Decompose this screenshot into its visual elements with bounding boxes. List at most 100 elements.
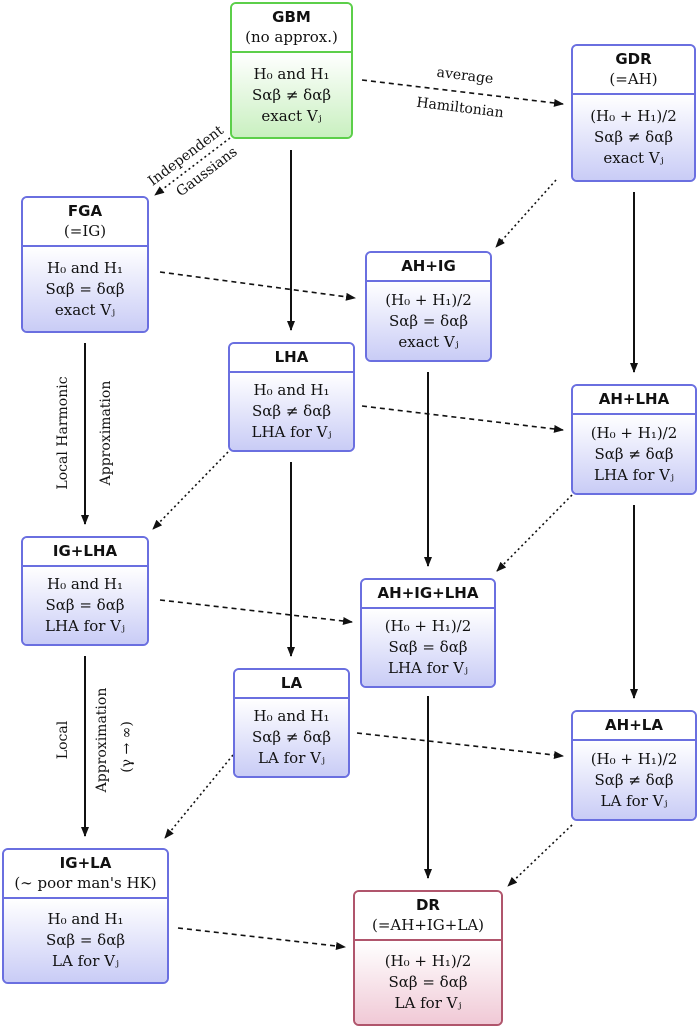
box-lha: LHA H₀ and H₁ Sαβ ≠ δαβ LHA for Vⱼ bbox=[228, 342, 355, 452]
box-la: LA H₀ and H₁ Sαβ ≠ δαβ LA for Vⱼ bbox=[233, 668, 350, 778]
box-ah-ig-hamiltonian: (H₀ + H₁)/2 bbox=[385, 290, 472, 309]
box-ah-ig-header: AH+IG bbox=[367, 253, 490, 282]
box-ah-la-body: (H₀ + H₁)/2 Sαβ ≠ δαβ LA for Vⱼ bbox=[573, 741, 695, 819]
box-lha-overlap: Sαβ ≠ δαβ bbox=[251, 402, 331, 420]
box-dr: DR (=AH+IG+LA) (H₀ + H₁)/2 Sαβ = δαβ LA … bbox=[353, 890, 503, 1026]
arrow-gbm-gdr bbox=[361, 79, 564, 107]
box-la-potential: LA for Vⱼ bbox=[258, 749, 325, 767]
box-ah-lha-potential: LHA for Vⱼ bbox=[594, 465, 674, 484]
box-ah-ig-lha-overlap: Sαβ = δαβ bbox=[388, 638, 468, 656]
box-la-title: LA bbox=[280, 674, 303, 692]
box-dr-title: DR bbox=[415, 896, 440, 914]
box-la-body: H₀ and H₁ Sαβ ≠ δαβ LA for Vⱼ bbox=[235, 699, 348, 776]
box-ah-ig-lha-hamiltonian: (H₀ + H₁)/2 bbox=[384, 617, 472, 635]
box-gbm-potential: exact Vⱼ bbox=[261, 106, 322, 125]
box-ig-lha-title: IG+LHA bbox=[52, 542, 118, 560]
box-fga-title: FGA bbox=[67, 202, 103, 220]
box-ig-la-body: H₀ and H₁ Sαβ = δαβ LA for Vⱼ bbox=[4, 899, 167, 982]
box-ah-lha-body: (H₀ + H₁)/2 Sαβ ≠ δαβ LHA for Vⱼ bbox=[573, 415, 695, 493]
box-ah-lha-header: AH+LHA bbox=[573, 386, 695, 415]
box-gbm-subtitle: (no approx.) bbox=[245, 28, 338, 46]
box-ah-ig-lha: AH+IG+LHA (H₀ + H₁)/2 Sαβ = δαβ LHA for … bbox=[360, 578, 496, 688]
box-lha-potential: LHA for Vⱼ bbox=[251, 423, 332, 441]
box-fga-header: FGA (=IG) bbox=[23, 198, 147, 247]
box-gbm-body: H₀ and H₁ Sαβ ≠ δαβ exact Vⱼ bbox=[232, 53, 351, 137]
box-ah-la-potential: LA for Vⱼ bbox=[600, 791, 668, 810]
label-gamma-limit: (γ → ∞) bbox=[119, 721, 135, 773]
box-gbm-hamiltonian: H₀ and H₁ bbox=[253, 64, 330, 83]
box-fga-hamiltonian: H₀ and H₁ bbox=[47, 258, 123, 277]
box-gdr-title: GDR bbox=[615, 50, 652, 68]
box-ig-lha-body: H₀ and H₁ Sαβ = δαβ LHA for Vⱼ bbox=[23, 567, 147, 644]
box-dr-potential: LA for Vⱼ bbox=[394, 994, 462, 1012]
box-fga-overlap: Sαβ = δαβ bbox=[45, 279, 125, 298]
box-gdr-body: (H₀ + H₁)/2 Sαβ ≠ δαβ exact Vⱼ bbox=[573, 95, 694, 180]
box-ah-lha-title: AH+LHA bbox=[598, 390, 670, 408]
arrow-gdr-ahig bbox=[495, 179, 557, 248]
box-ah-ig: AH+IG (H₀ + H₁)/2 Sαβ = δαβ exact Vⱼ bbox=[365, 251, 492, 362]
box-ah-la-title: AH+LA bbox=[605, 716, 663, 734]
box-ig-lha-potential: LHA for Vⱼ bbox=[45, 617, 125, 635]
box-ah-ig-lha-potential: LHA for Vⱼ bbox=[388, 659, 468, 677]
box-ig-la-overlap: Sαβ = δαβ bbox=[45, 931, 125, 949]
box-dr-subtitle: (=AH+IG+LA) bbox=[371, 916, 485, 934]
label-local: Local bbox=[55, 720, 71, 760]
box-ah-ig-lha-body: (H₀ + H₁)/2 Sαβ = δαβ LHA for Vⱼ bbox=[362, 609, 494, 686]
arrow-la-igla bbox=[164, 754, 234, 839]
box-fga-body: H₀ and H₁ Sαβ = δαβ exact Vⱼ bbox=[23, 247, 147, 331]
box-la-hamiltonian: H₀ and H₁ bbox=[253, 707, 330, 725]
box-gbm: GBM (no approx.) H₀ and H₁ Sαβ ≠ δαβ exa… bbox=[230, 2, 353, 139]
box-dr-hamiltonian: (H₀ + H₁)/2 bbox=[384, 952, 472, 970]
box-ah-la: AH+LA (H₀ + H₁)/2 Sαβ ≠ δαβ LA for Vⱼ bbox=[571, 710, 697, 821]
box-dr-overlap: Sαβ = δαβ bbox=[388, 973, 468, 991]
box-gbm-header: GBM (no approx.) bbox=[232, 4, 351, 53]
box-dr-header: DR (=AH+IG+LA) bbox=[355, 892, 501, 941]
box-ig-la-potential: LA for Vⱼ bbox=[52, 952, 119, 970]
label-local-harmonic: Local Harmonic bbox=[55, 376, 71, 490]
box-gdr-hamiltonian: (H₀ + H₁)/2 bbox=[590, 107, 677, 125]
box-ah-ig-potential: exact Vⱼ bbox=[398, 332, 459, 351]
box-ah-lha-hamiltonian: (H₀ + H₁)/2 bbox=[590, 423, 678, 442]
arrow-gbm-fga bbox=[154, 137, 231, 196]
box-ah-ig-lha-header: AH+IG+LHA bbox=[362, 580, 494, 609]
label-approximation-2: Approximation bbox=[94, 687, 110, 793]
box-gbm-title: GBM bbox=[272, 8, 311, 26]
box-fga: FGA (=IG) H₀ and H₁ Sαβ = δαβ exact Vⱼ bbox=[21, 196, 149, 333]
box-ah-la-header: AH+LA bbox=[573, 712, 695, 741]
box-ig-la-hamiltonian: H₀ and H₁ bbox=[47, 910, 124, 928]
box-fga-potential: exact Vⱼ bbox=[54, 300, 116, 319]
arrow-ahla-dr bbox=[507, 824, 573, 887]
arrow-la-ahla bbox=[356, 732, 564, 759]
box-gdr-subtitle: (=AH) bbox=[609, 70, 658, 88]
box-ah-ig-title: AH+IG bbox=[401, 257, 456, 275]
box-ig-lha-overlap: Sαβ = δαβ bbox=[45, 596, 125, 614]
box-dr-body: (H₀ + H₁)/2 Sαβ = δαβ LA for Vⱼ bbox=[355, 941, 501, 1024]
arrow-ahlha-ahiglha bbox=[496, 494, 573, 572]
label-approximation-1: Approximation bbox=[98, 380, 114, 486]
box-ig-la-subtitle: (∼ poor man's HK) bbox=[14, 874, 157, 892]
arrow-igla-dr bbox=[177, 927, 346, 950]
box-gdr-overlap: Sαβ ≠ δαβ bbox=[593, 128, 673, 146]
box-ig-la-header: IG+LA (∼ poor man's HK) bbox=[4, 850, 167, 899]
arrow-lha-ahlha bbox=[361, 405, 564, 433]
box-ah-lha: AH+LHA (H₀ + H₁)/2 Sαβ ≠ δαβ LHA for Vⱼ bbox=[571, 384, 697, 495]
box-ah-la-overlap: Sαβ ≠ δαβ bbox=[594, 770, 674, 789]
box-ah-ig-lha-title: AH+IG+LHA bbox=[377, 584, 479, 602]
box-ah-lha-overlap: Sαβ ≠ δαβ bbox=[594, 444, 674, 463]
box-ig-lha-hamiltonian: H₀ and H₁ bbox=[47, 575, 123, 593]
box-gdr-potential: exact Vⱼ bbox=[603, 149, 664, 167]
box-ig-la-title: IG+LA bbox=[59, 854, 112, 872]
box-lha-title: LHA bbox=[274, 348, 309, 366]
box-la-overlap: Sαβ ≠ δαβ bbox=[251, 728, 331, 746]
box-gdr-header: GDR (=AH) bbox=[573, 46, 694, 95]
box-ah-la-hamiltonian: (H₀ + H₁)/2 bbox=[590, 749, 678, 768]
box-gdr: GDR (=AH) (H₀ + H₁)/2 Sαβ ≠ δαβ exact Vⱼ bbox=[571, 44, 696, 182]
box-ig-lha: IG+LHA H₀ and H₁ Sαβ = δαβ LHA for Vⱼ bbox=[21, 536, 149, 646]
arrow-iglha-ahiglha bbox=[159, 599, 353, 625]
arrow-fga-ahig bbox=[159, 271, 356, 301]
box-la-header: LA bbox=[235, 670, 348, 699]
box-ig-lha-header: IG+LHA bbox=[23, 538, 147, 567]
box-lha-body: H₀ and H₁ Sαβ ≠ δαβ LHA for Vⱼ bbox=[230, 373, 353, 450]
box-fga-subtitle: (=IG) bbox=[63, 222, 107, 240]
